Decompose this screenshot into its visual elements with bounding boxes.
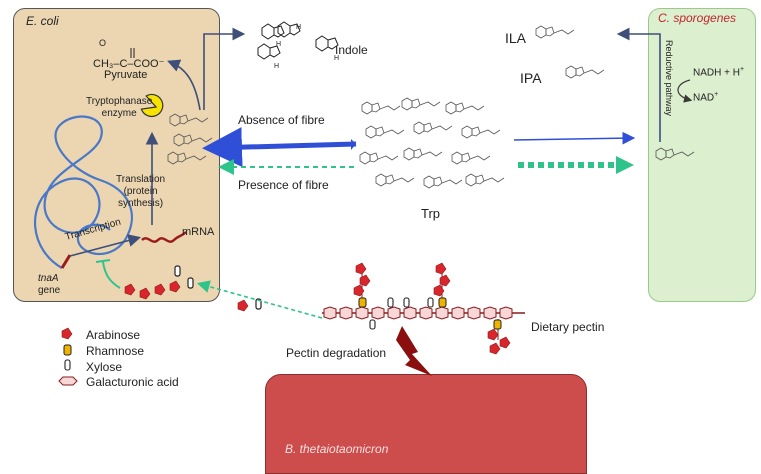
- inhibition-symbol: [95, 259, 121, 289]
- indole-label: Indole: [335, 43, 368, 57]
- mrna-strand: [141, 231, 187, 243]
- pyruvate-structure: [130, 48, 135, 58]
- reductive-pathway-label: Reductive pathway: [664, 40, 674, 117]
- svg-text:H: H: [334, 55, 339, 62]
- pyruvate-label: Pyruvate: [104, 69, 148, 81]
- ipa-label: IPA: [520, 70, 542, 86]
- legend-symbols: [58, 327, 78, 386]
- gene-label: gene: [38, 285, 61, 296]
- ecoli-cell: [13, 8, 220, 302]
- indole-structure-icon: H H H H: [257, 21, 339, 70]
- tryptophan-cluster: [359, 97, 505, 189]
- ila-label: ILA: [505, 30, 527, 46]
- svg-text:H: H: [274, 63, 279, 70]
- absence-of-fibre-label: Absence of fibre: [238, 113, 325, 127]
- legend-rhamnose: Rhamnose: [86, 344, 145, 358]
- metabolite-structures: [535, 25, 695, 161]
- pacman-enzyme-icon: [140, 93, 164, 118]
- legend-xylose: Xylose: [86, 360, 123, 374]
- pyruvate-formula: CH₃–C–COO⁻: [93, 58, 165, 70]
- lightning-icon: [396, 326, 432, 376]
- nadh-arrow: [677, 79, 693, 103]
- legend-galacturonic-acid: Galacturonic acid: [86, 375, 179, 389]
- ecoli-sugars: [124, 265, 194, 300]
- legend-arabinose: Arabinose: [86, 328, 141, 342]
- csporogenes-title: C. sporogenes: [658, 11, 737, 25]
- svg-text:H: H: [276, 41, 281, 48]
- reductive-pathway-arrow: [616, 27, 661, 142]
- trp-label: Trp: [421, 206, 441, 221]
- to-pyruvate-arrow: [167, 59, 201, 111]
- pectin-degradation-label: Pectin degradation: [286, 346, 387, 360]
- absence-of-fibre-arrow: [202, 127, 357, 168]
- translation-label: Translation (protein synthesis): [116, 174, 166, 209]
- btheta-title: B. thetaiotaomicron: [285, 442, 389, 456]
- to-indole-arrow: [203, 27, 246, 110]
- tryptophan-structure-icon: [167, 113, 213, 165]
- dna-strand: [33, 115, 133, 269]
- tnaa-gene-segment: [60, 254, 72, 269]
- mrna-label: mRNA: [182, 226, 215, 238]
- pectin-backbone: [322, 262, 525, 355]
- nadh-label: NADH + H+: [693, 66, 745, 79]
- ecoli-title: E. coli: [26, 14, 59, 28]
- transcription-arrow: [69, 234, 142, 257]
- released-sugars: [237, 298, 262, 312]
- dietary-pectin-label: Dietary pectin: [531, 320, 605, 334]
- tnaa-label: tnaA: [38, 273, 59, 284]
- sugar-uptake-arrow: [196, 280, 323, 319]
- presence-of-fibre-label: Presence of fibre: [238, 178, 329, 192]
- pyruvate-oxygen: O: [99, 38, 107, 48]
- svg-text:H: H: [296, 24, 301, 31]
- tryptophanase-label: Tryptophanase enzyme: [86, 96, 153, 119]
- nad-label: NAD+: [693, 91, 719, 104]
- trp-to-csp-arrow: [513, 131, 636, 145]
